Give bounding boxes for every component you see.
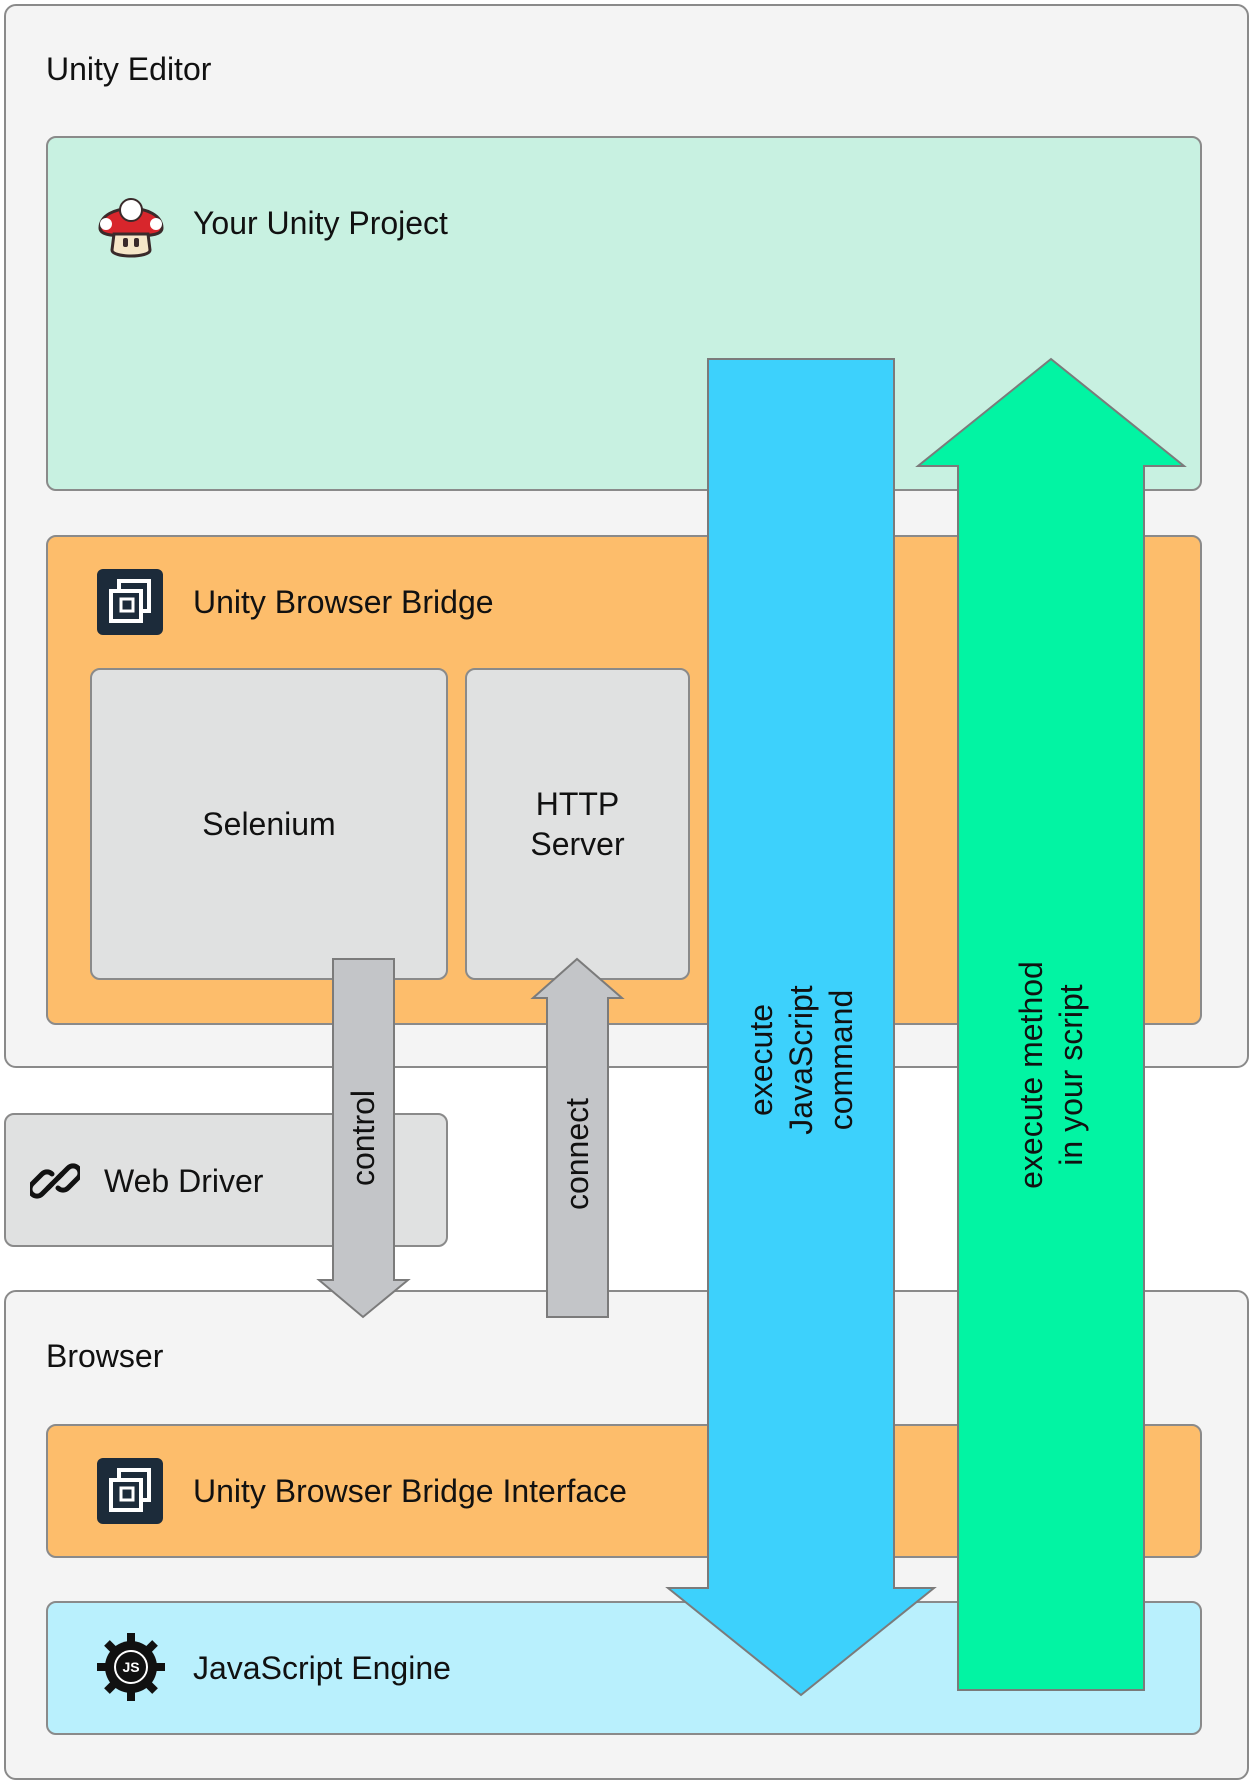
link-icon: [30, 1163, 80, 1199]
js-gear-icon: JS: [97, 1633, 165, 1701]
http-server-label-line1: HTTP: [535, 786, 620, 822]
control-arrow-label: control: [345, 1089, 381, 1187]
execute-method-arrow-label: execute method in your script: [1013, 961, 1089, 1189]
bridge-interface-title: Unity Browser Bridge Interface: [193, 1473, 627, 1509]
web-driver-title: Web Driver: [104, 1163, 264, 1199]
execute-method-arrow: [915, 357, 1187, 1691]
unity-editor-title: Unity Editor: [46, 51, 212, 87]
mushroom-icon: [98, 198, 164, 258]
browser-title: Browser: [46, 1338, 164, 1374]
bridge-icon: [97, 569, 163, 635]
http-server-box: HTTP Server: [465, 668, 690, 980]
unity-browser-bridge-title: Unity Browser Bridge: [193, 584, 494, 620]
connect-arrow: [530, 957, 625, 1318]
connect-arrow-label: connect: [559, 1097, 595, 1211]
execute-js-arrow-label: execute JavaScript command: [743, 985, 859, 1135]
js-badge-text: JS: [122, 1659, 139, 1675]
selenium-label: Selenium: [202, 806, 336, 842]
execute-js-arrow: [665, 358, 937, 1697]
javascript-engine-title: JavaScript Engine: [193, 1650, 451, 1686]
unity-project-title: Your Unity Project: [193, 205, 448, 241]
bridge-interface-icon: [97, 1458, 163, 1524]
selenium-box: Selenium: [90, 668, 448, 980]
control-arrow: [316, 958, 411, 1319]
http-server-label-line2: Server: [530, 826, 625, 862]
